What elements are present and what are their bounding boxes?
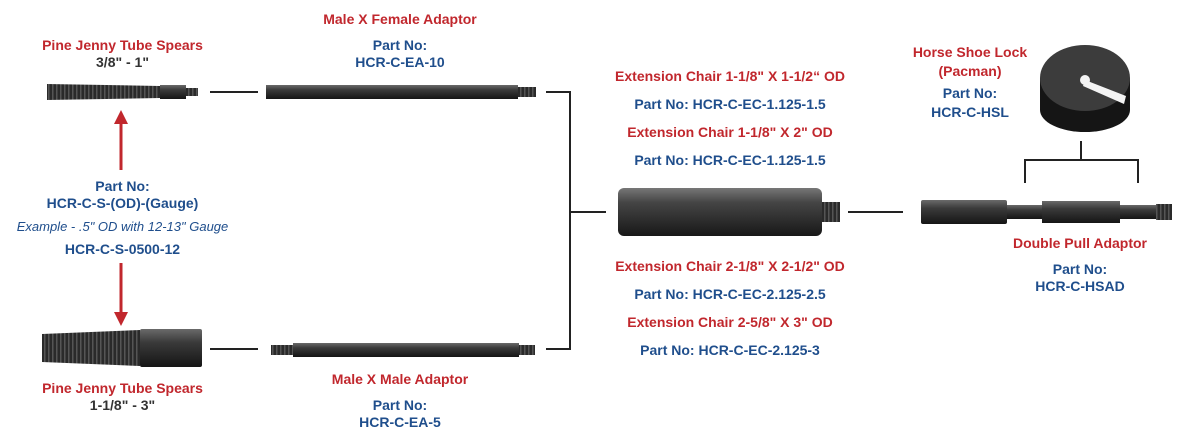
ext-chair-2-title: Extension Chair 1-1/8" X 2" OD [627,124,833,140]
tube-spear-small-part [47,84,198,100]
spear-large-size: 1-1/8" - 3" [89,397,156,413]
double-pull-label: Part No: [1052,261,1108,277]
spear-partno-number: HCR-C-S-(OD)-(Gauge) [46,195,199,211]
ext-chair-4-partno: Part No: HCR-C-EC-2.125-3 [640,342,820,358]
ext-chair-3-title: Extension Chair 2-1/8" X 2-1/2" OD [615,258,845,274]
ext-chair-2-partno: Part No: HCR-C-EC-1.125-1.5 [634,152,826,168]
spear-small-title: Pine Jenny Tube Spears [42,37,203,53]
adaptor-male-label: Part No: [372,397,428,413]
spear-partno-example: Example - .5" OD with 12-13" Gauge [16,219,229,234]
arrow-up-icon [114,110,128,170]
connector-lines [210,91,1139,350]
adaptor-male-title: Male X Male Adaptor [331,371,469,387]
ext-chair-1-partno: Part No: HCR-C-EC-1.125-1.5 [634,96,826,112]
tube-spear-large-part [42,329,202,367]
double-pull-number: HCR-C-HSAD [1035,278,1125,294]
horse-shoe-label: Part No: [942,85,998,101]
horse-shoe-subtitle: (Pacman) [938,63,1002,79]
horse-shoe-title: Horse Shoe Lock [912,44,1028,60]
double-pull-title: Double Pull Adaptor [1012,235,1148,251]
horse-shoe-lock-part [1040,45,1130,132]
arrow-down-icon [114,263,128,326]
adaptor-female-number: HCR-C-EA-10 [355,54,445,70]
spear-large-title: Pine Jenny Tube Spears [42,380,203,396]
male-male-adaptor-part [271,343,535,357]
ext-chair-1-title: Extension Chair 1-1/8" X 1-1/2“ OD [615,68,845,84]
spear-partno-example-number: HCR-C-S-0500-12 [64,241,181,257]
spear-partno-label: Part No: [95,178,150,194]
adaptor-female-title: Male X Female Adaptor [323,11,477,27]
male-female-adaptor-part [266,85,536,99]
extension-chair-part [618,188,840,236]
spear-small-size: 3/8" - 1" [96,54,149,70]
ext-chair-3-partno: Part No: HCR-C-EC-2.125-2.5 [634,286,826,302]
adaptor-female-label: Part No: [372,37,428,53]
ext-chair-4-title: Extension Chair 2-5/8" X 3" OD [627,314,833,330]
adaptor-male-number: HCR-C-EA-5 [359,414,441,430]
double-pull-adaptor-part [921,200,1172,224]
horse-shoe-number: HCR-C-HSL [931,104,1009,120]
